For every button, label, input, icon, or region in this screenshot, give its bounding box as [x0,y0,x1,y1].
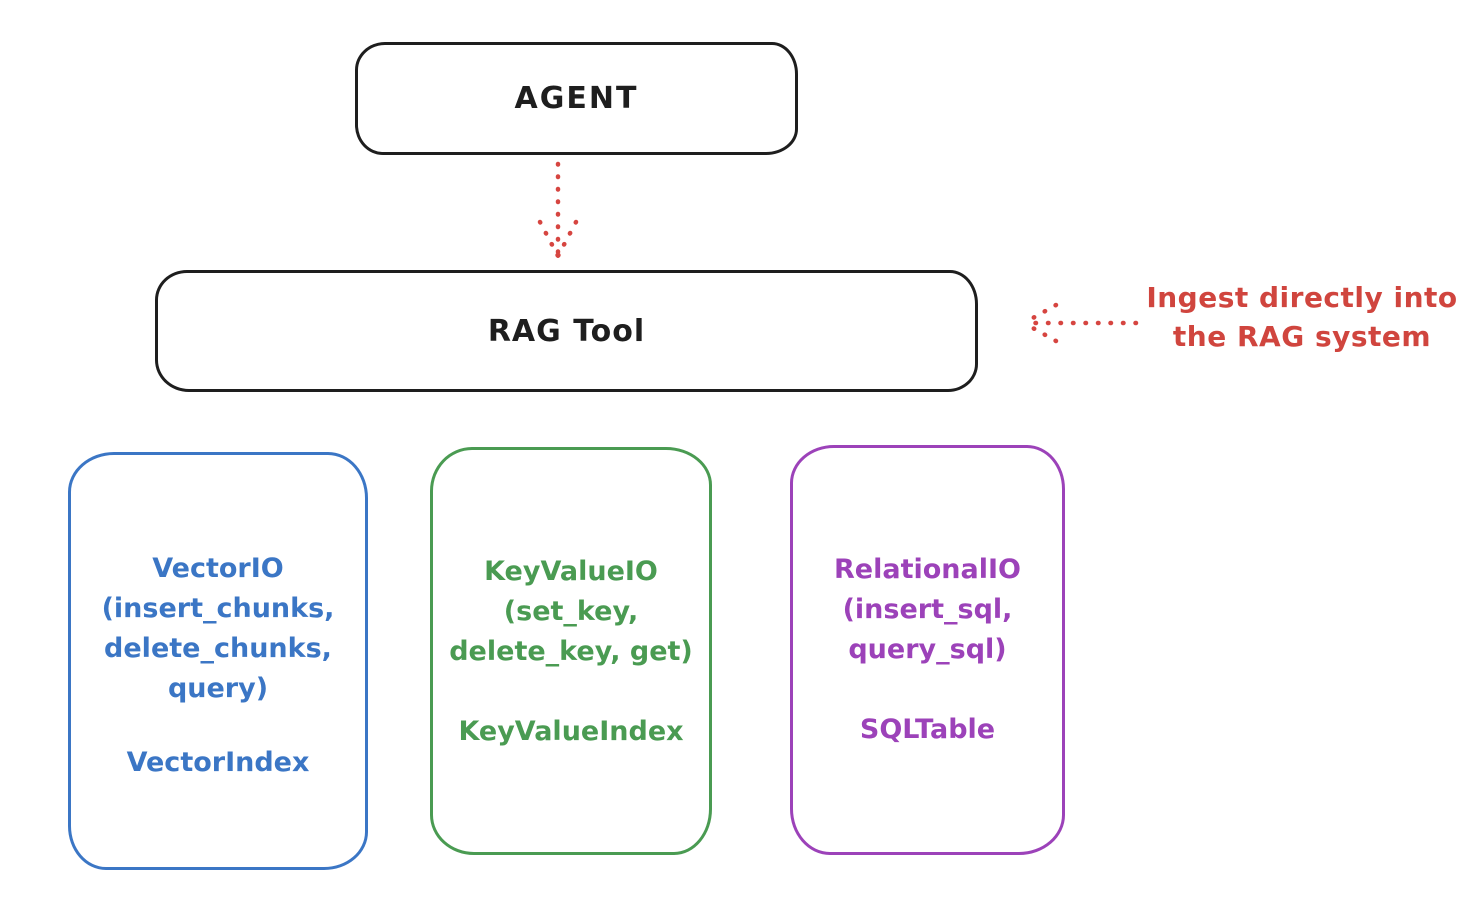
node-line: delete_key, get) [449,636,693,667]
vector-io-node: VectorIO (insert_chunks, delete_chunks, … [68,452,368,870]
node-line: query_sql) [848,634,1007,665]
annotation-text: Ingest directly into the RAG system [1130,278,1474,356]
node-footer: SQLTable [859,714,996,745]
node-lines: KeyValueIO (set_key, delete_key, get) [433,552,709,672]
node-footer: KeyValueIndex [458,716,684,747]
rag-tool-label: RAG Tool [487,313,646,349]
node-line: query) [167,673,269,704]
annotation-line-2: the RAG system [1172,320,1432,353]
node-line: RelationalIO [834,554,1021,585]
node-lines: RelationalIO (insert_sql, query_sql) [793,550,1062,670]
relational-io-node: RelationalIO (insert_sql, query_sql) SQL… [790,445,1065,855]
node-line: KeyValueIO [484,556,658,587]
agent-node: AGENT [355,42,798,155]
keyvalue-io-node: KeyValueIO (set_key, delete_key, get) Ke… [430,447,712,855]
down-arrow-icon [537,161,579,259]
node-line: (insert_chunks, [101,593,335,624]
node-line: (set_key, [503,596,639,627]
node-footer: VectorIndex [126,747,310,778]
node-lines: VectorIO (insert_chunks, delete_chunks, … [71,549,365,709]
agent-label: AGENT [514,81,639,116]
left-arrow-icon [1021,302,1139,344]
node-line: VectorIO [152,553,284,584]
node-line: (insert_sql, [842,594,1013,625]
annotation-line-1: Ingest directly into [1146,281,1458,314]
node-line: delete_chunks, [104,633,332,664]
rag-tool-node: RAG Tool [155,270,978,392]
